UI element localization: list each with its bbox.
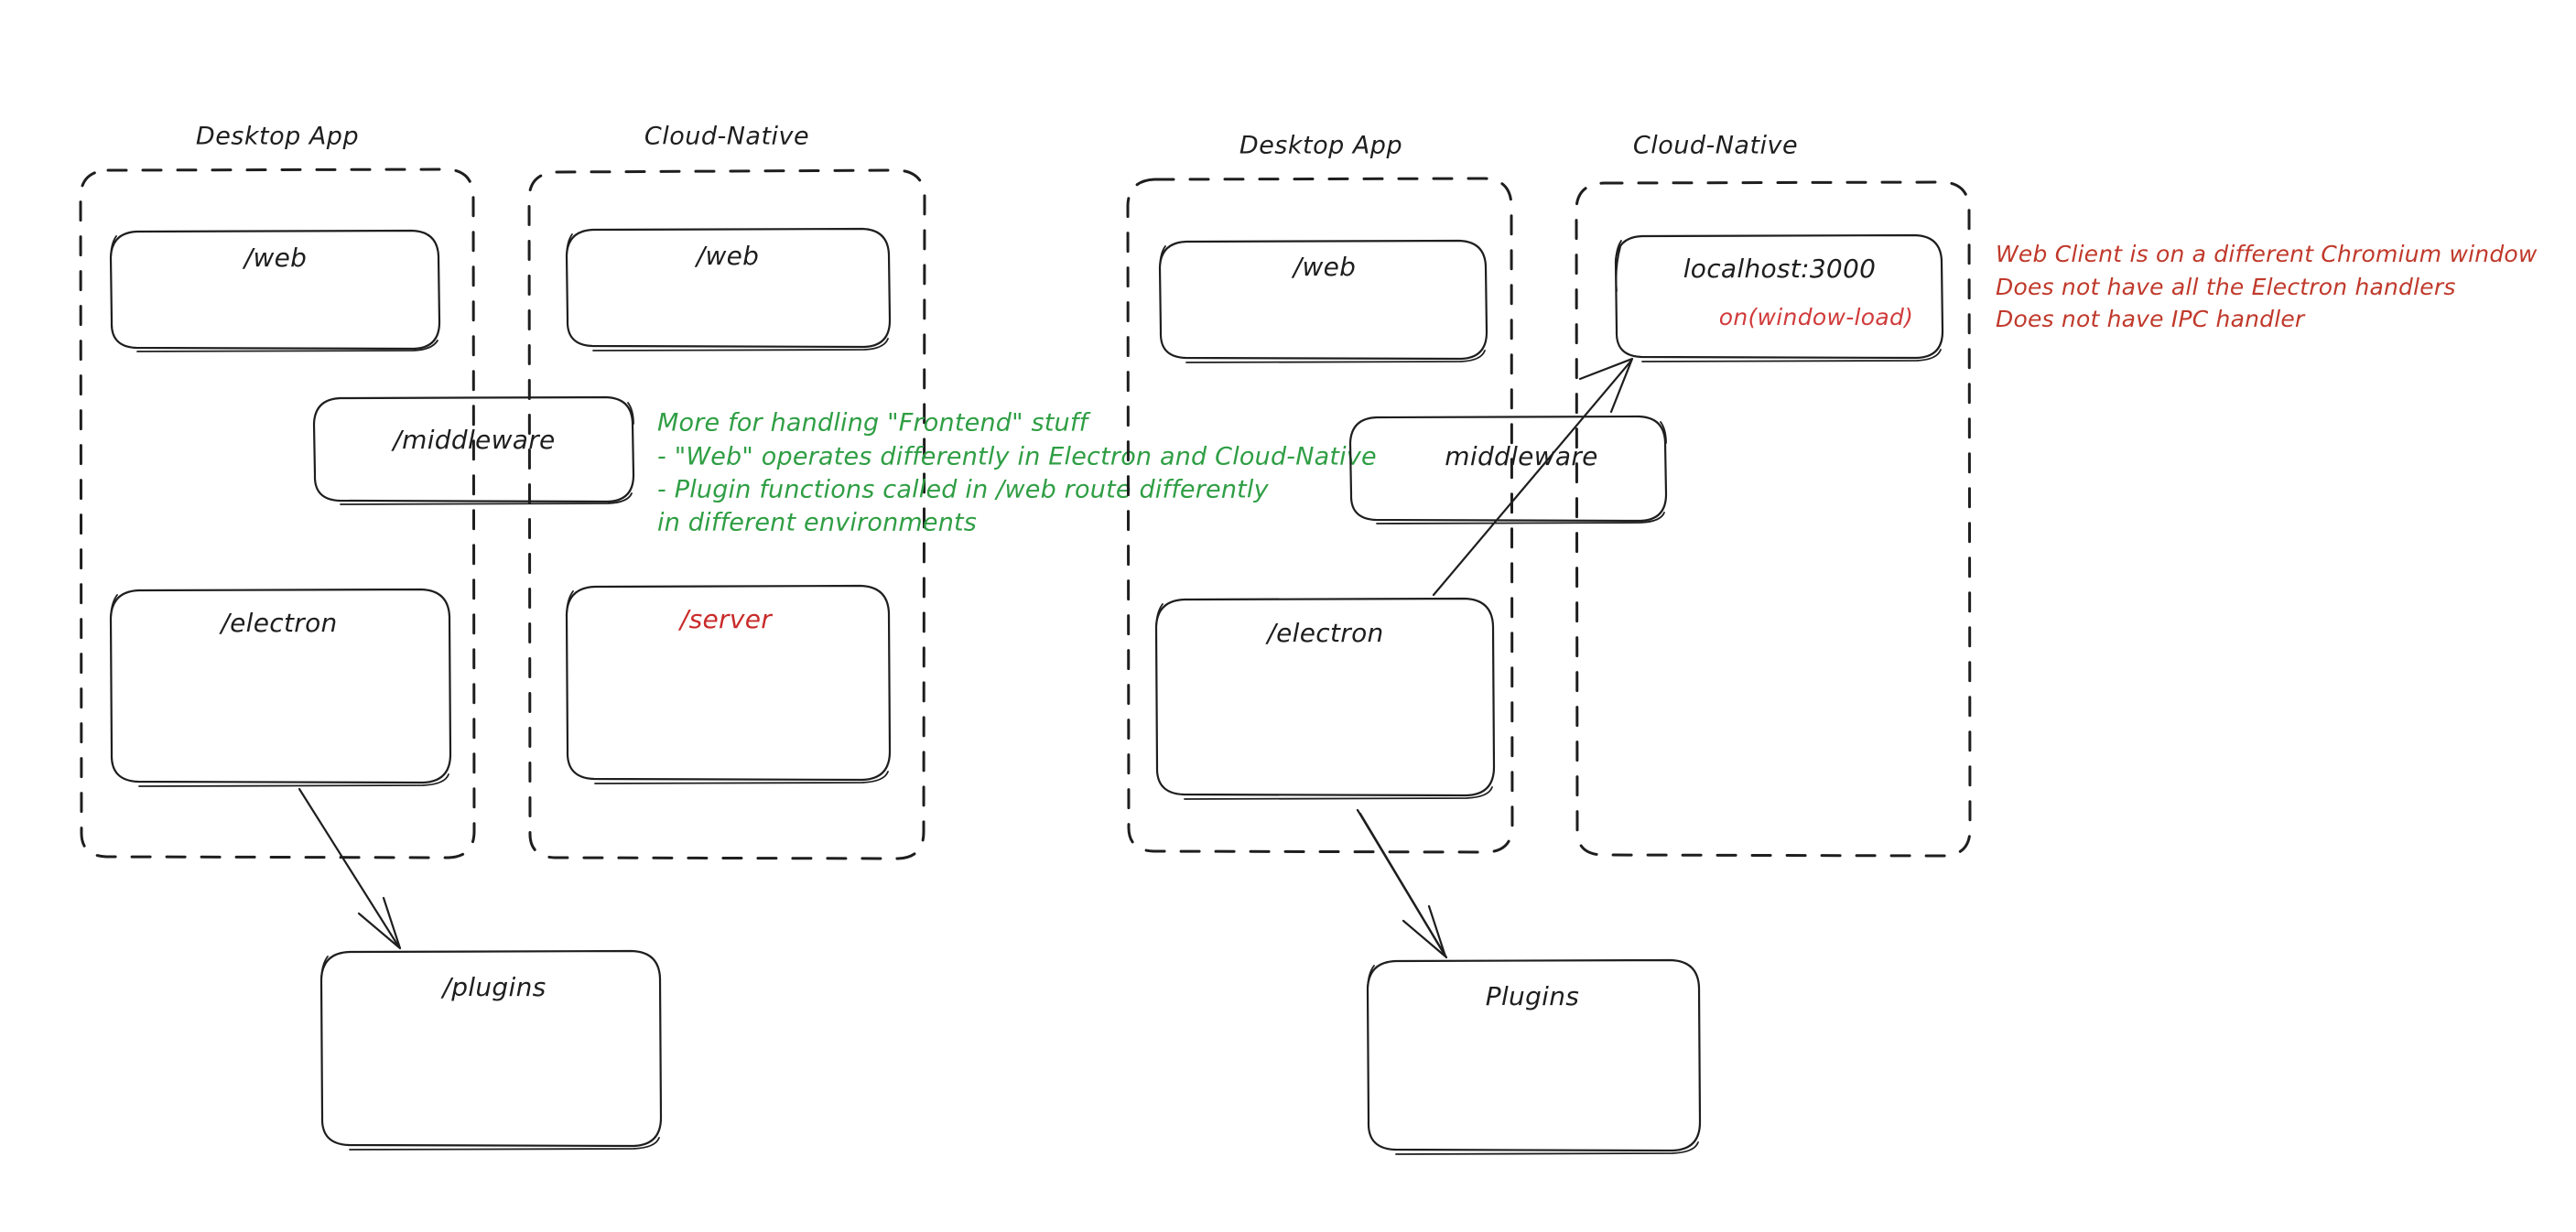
node-right-middleware[interactable]: middleware bbox=[1348, 415, 1668, 524]
node-label-right-plugins: Plugins bbox=[1486, 981, 1579, 1011]
node-right-localhost[interactable]: localhost:3000 on(window-load) bbox=[1614, 233, 1944, 362]
node-left-server[interactable]: /server bbox=[565, 584, 892, 784]
node-right-desktop-web[interactable]: /web bbox=[1158, 239, 1488, 363]
group-label-right-cloud-native: Cloud-Native bbox=[1633, 132, 1798, 160]
node-left-plugins[interactable]: /plugins bbox=[319, 949, 663, 1151]
arrow-right-electron-to-localhost bbox=[1432, 357, 1634, 597]
node-label-left-plugins: /plugins bbox=[439, 972, 546, 1002]
note-green-line-3: - Plugin functions called in /web route … bbox=[657, 476, 1270, 504]
node-left-cloud-web[interactable]: /web bbox=[565, 227, 892, 351]
note-green-left: More for handling "Frontend" stuff - "We… bbox=[657, 409, 1377, 537]
node-left-electron[interactable]: /electron bbox=[109, 588, 452, 787]
note-green-line-2: - "Web" operates differently in Electron… bbox=[657, 443, 1377, 471]
node-label-left-desktop-web: /web bbox=[242, 243, 308, 273]
note-red-line-3: Does not have IPC handler bbox=[1996, 306, 2306, 332]
note-red-line-2: Does not have all the Electron handlers bbox=[1996, 274, 2456, 300]
group-label-left-desktop-app: Desktop App bbox=[196, 123, 359, 151]
node-label-right-electron: /electron bbox=[1264, 618, 1383, 648]
node-label-left-server: /server bbox=[677, 604, 773, 634]
arrow-right-electron-to-plugins bbox=[1356, 808, 1448, 959]
group-right-desktop-app: Desktop App bbox=[1126, 132, 1514, 854]
note-green-line-4: in different environments bbox=[657, 509, 977, 537]
node-label-left-electron: /electron bbox=[218, 608, 337, 638]
node-sublabel-right-localhost: on(window-load) bbox=[1719, 304, 1913, 330]
node-label-right-middleware: middleware bbox=[1445, 441, 1597, 471]
node-label-right-localhost: localhost:3000 bbox=[1683, 254, 1877, 284]
group-label-left-cloud-native: Cloud-Native bbox=[644, 123, 809, 151]
note-red-right: Web Client is on a different Chromium wi… bbox=[1996, 241, 2538, 332]
node-label-left-middleware: /middleware bbox=[390, 425, 555, 455]
node-right-electron[interactable]: /electron bbox=[1154, 597, 1496, 800]
group-left-desktop-app: Desktop App bbox=[79, 123, 476, 859]
group-label-right-desktop-app: Desktop App bbox=[1239, 132, 1402, 160]
group-right-cloud-native: Cloud-Native bbox=[1575, 132, 1972, 858]
group-left-cloud-native: Cloud-Native bbox=[527, 123, 926, 860]
node-label-left-cloud-web: /web bbox=[694, 241, 760, 271]
node-left-middleware[interactable]: /middleware bbox=[312, 395, 635, 505]
node-label-right-desktop-web: /web bbox=[1291, 252, 1357, 282]
node-left-desktop-web[interactable]: /web bbox=[109, 229, 441, 352]
note-green-line-1: More for handling "Frontend" stuff bbox=[657, 409, 1091, 438]
node-right-plugins[interactable]: Plugins bbox=[1366, 958, 1702, 1155]
note-red-line-1: Web Client is on a different Chromium wi… bbox=[1996, 241, 2538, 267]
arrow-left-electron-to-plugins bbox=[298, 787, 402, 950]
